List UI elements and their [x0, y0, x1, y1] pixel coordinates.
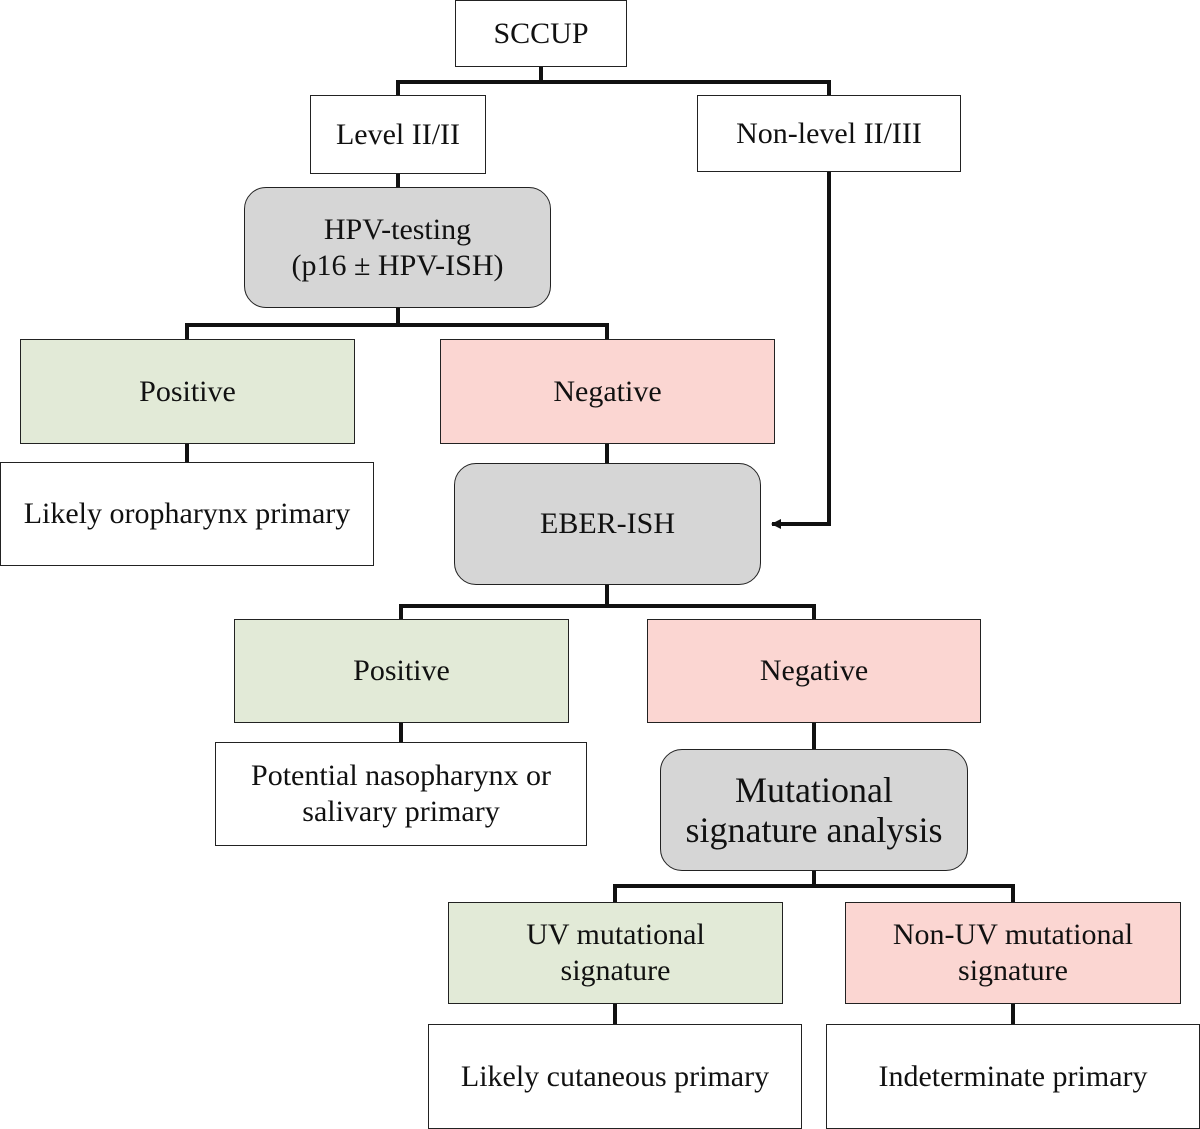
- hpv-positive-label: Positive: [139, 374, 236, 408]
- indeterminate-label: Indeterminate primary: [878, 1059, 1148, 1093]
- cutaneous-label: Likely cutaneous primary: [460, 1059, 770, 1093]
- hpv-testing-label: HPV-testing (p16 ± HPV-ISH): [291, 212, 504, 282]
- level-box: Level II/II: [310, 95, 486, 174]
- sccup-box: SCCUP: [455, 0, 627, 67]
- indeterminate-box: Indeterminate primary: [826, 1024, 1200, 1129]
- eber-negative-box: Negative: [647, 619, 981, 723]
- eber-positive-box: Positive: [234, 619, 569, 723]
- oropharynx-box: Likely oropharynx primary: [0, 462, 374, 566]
- mutational-analysis-box: Mutational signature analysis: [660, 749, 968, 871]
- nonuv-signature-label: Non-UV mutational signature: [892, 918, 1134, 987]
- connector-mut-split: [613, 871, 1015, 902]
- nonuv-signature-box: Non-UV mutational signature: [845, 902, 1181, 1004]
- hpv-negative-label: Negative: [553, 374, 662, 408]
- connector-eber-split: [399, 585, 816, 619]
- cutaneous-box: Likely cutaneous primary: [428, 1024, 802, 1129]
- eber-ish-label: EBER-ISH: [540, 507, 675, 540]
- nasopharynx-label: Potential nasopharynx or salivary primar…: [251, 759, 551, 828]
- nasopharynx-box: Potential nasopharynx or salivary primar…: [215, 742, 587, 846]
- connector-hpv-split: [185, 308, 609, 339]
- connector-nonlevel-to-eber-arrow: [771, 172, 831, 529]
- mutational-analysis-label: Mutational signature analysis: [685, 770, 943, 850]
- nonlevel-box: Non-level II/III: [697, 95, 961, 172]
- eber-negative-label: Negative: [759, 654, 869, 687]
- uv-signature-label: UV mutational signature: [526, 918, 705, 987]
- hpv-testing-box: HPV-testing (p16 ± HPV-ISH): [244, 187, 551, 308]
- nonlevel-label: Non-level II/III: [736, 116, 922, 150]
- eber-positive-label: Positive: [353, 654, 450, 687]
- oropharynx-label: Likely oropharynx primary: [23, 497, 351, 530]
- connector-sccup-split: [396, 67, 831, 95]
- sccup-label: SCCUP: [493, 16, 589, 50]
- uv-signature-box: UV mutational signature: [448, 902, 783, 1004]
- hpv-negative-box: Negative: [440, 339, 775, 444]
- hpv-positive-box: Positive: [20, 339, 355, 444]
- eber-ish-box: EBER-ISH: [454, 463, 761, 585]
- level-label: Level II/II: [335, 117, 461, 151]
